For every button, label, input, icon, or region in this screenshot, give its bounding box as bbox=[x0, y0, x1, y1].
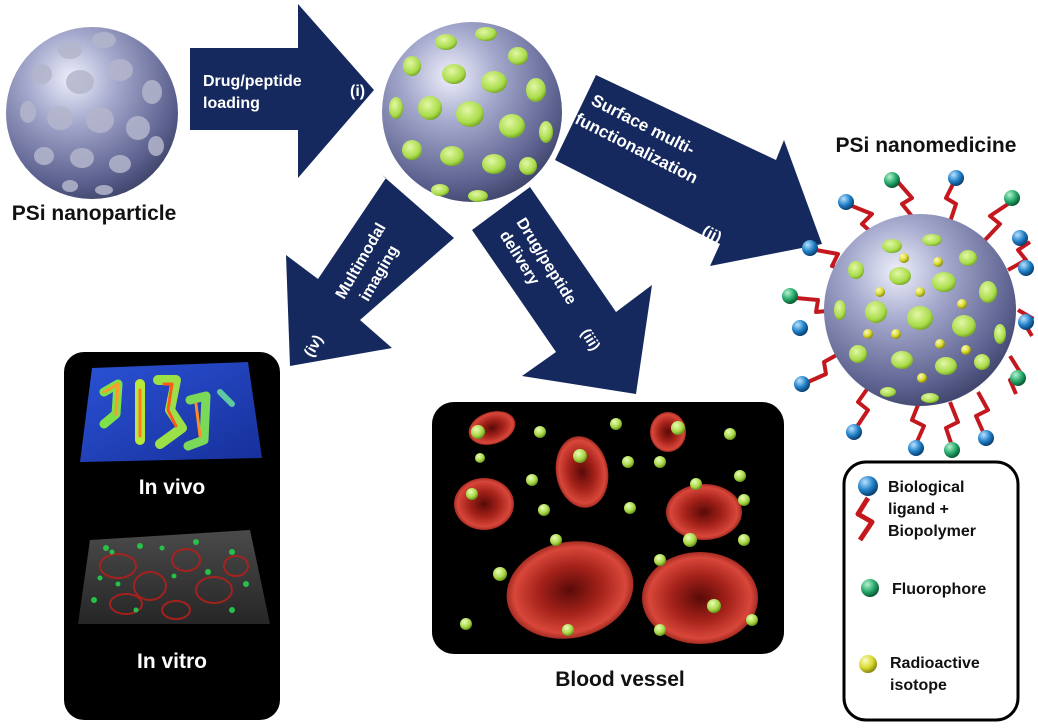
arrow-drug-loading bbox=[190, 4, 374, 178]
ligand-beads bbox=[782, 170, 1034, 458]
in-vitro-fluor-dots bbox=[91, 539, 249, 613]
nanoparticles bbox=[460, 418, 758, 636]
arrow-multimodal-imaging bbox=[286, 175, 454, 366]
legend-ligand-line3: Biopolymer bbox=[888, 523, 976, 540]
psi-nanomedicine-particle bbox=[782, 170, 1034, 458]
label-psi-nanomedicine: PSi nanomedicine bbox=[836, 134, 1017, 157]
step-loading-line2: loading bbox=[203, 95, 260, 112]
legend-ligand-line1: Biological bbox=[888, 479, 964, 496]
step-loading-line1: Drug/peptide bbox=[203, 73, 302, 90]
imaging-panel bbox=[64, 352, 280, 720]
label-in-vitro: In vitro bbox=[137, 650, 207, 673]
legend-biopolymer-icon bbox=[855, 496, 875, 542]
step-loading-number: (i) bbox=[350, 83, 365, 100]
legend-isotope-line1: Radioactive bbox=[890, 655, 980, 672]
legend bbox=[842, 460, 1020, 722]
in-vivo-signal bbox=[99, 375, 235, 451]
arrow-drug-delivery bbox=[472, 187, 652, 394]
legend-fluorophore-icon bbox=[861, 579, 879, 597]
legend-fluorophore-label: Fluorophore bbox=[892, 581, 986, 598]
blood-vessel-panel bbox=[432, 402, 784, 654]
label-blood-vessel: Blood vessel bbox=[555, 668, 685, 691]
legend-isotope-line2: isotope bbox=[890, 677, 947, 694]
label-in-vivo: In vivo bbox=[139, 476, 206, 499]
in-vitro-cells bbox=[99, 548, 249, 620]
arrow-surface-functionalization bbox=[555, 75, 822, 266]
legend-isotope-icon bbox=[859, 655, 877, 673]
isotope-dots bbox=[863, 253, 971, 383]
psi-nanoparticle-loaded bbox=[382, 22, 562, 202]
legend-ligand-line2: ligand + bbox=[888, 501, 949, 518]
label-psi-nanoparticle: PSi nanoparticle bbox=[12, 202, 177, 225]
legend-ligand-icon bbox=[858, 476, 878, 496]
psi-nanoparticle-empty bbox=[6, 27, 178, 199]
